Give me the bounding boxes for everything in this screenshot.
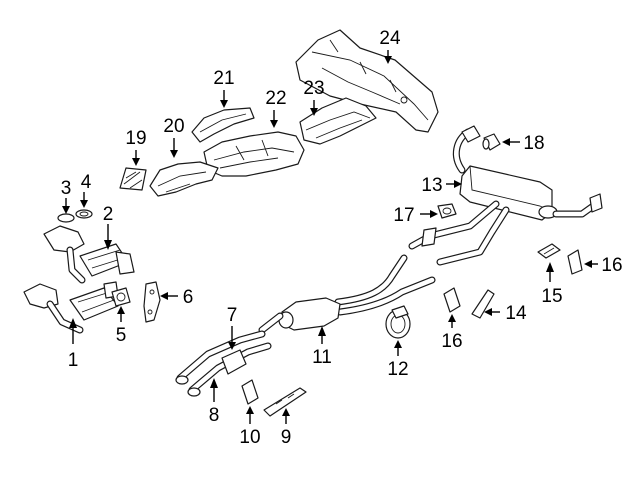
callout-1: 1: [68, 350, 79, 371]
leader-lines: [62, 50, 598, 424]
callout-10: 10: [239, 427, 260, 448]
part-10-hanger: [241, 379, 259, 405]
part-2-catalytic-converter: [43, 225, 135, 284]
callout-18: 18: [523, 133, 544, 154]
callout-7: 7: [227, 305, 238, 326]
callout-16-right: 16: [601, 255, 622, 276]
callout-17: 17: [393, 205, 414, 226]
part-24-heat-shield: [295, 29, 439, 133]
callout-22: 22: [265, 88, 286, 109]
part-17-rubber-hanger: [437, 203, 457, 219]
callout-15: 15: [541, 286, 562, 307]
part-15-plate: [537, 243, 561, 259]
part-6-bracket: [143, 281, 161, 323]
callout-14: 14: [505, 303, 527, 324]
callout-6: 6: [183, 287, 194, 308]
callout-23: 23: [303, 78, 324, 99]
part-12-clamp: [385, 305, 411, 339]
part-1-catalytic-converter: [23, 281, 119, 334]
callout-20: 20: [163, 116, 184, 137]
callout-19: 19: [125, 128, 146, 149]
callout-4: 4: [81, 172, 92, 193]
part-11-center-muffler: [258, 297, 341, 334]
callout-labels: 1 2 3 4 5 6 7 8 9 10 11 12 13 14 15 16 1…: [61, 28, 623, 448]
callout-12: 12: [387, 359, 408, 380]
callout-13: 13: [421, 175, 442, 196]
part-7-front-pipe: [175, 330, 272, 397]
part-22-heat-shield: [203, 131, 305, 177]
callout-16-mid: 16: [441, 331, 462, 352]
part-9-bracket: [263, 387, 307, 417]
callout-8: 8: [209, 405, 220, 426]
part-5-gasket: [111, 287, 131, 307]
callout-24: 24: [379, 28, 401, 49]
callout-9: 9: [281, 427, 292, 448]
part-21-heat-shield: [191, 107, 255, 143]
callout-11: 11: [312, 347, 332, 368]
part-20-heat-shield: [149, 161, 219, 197]
part-13-rear-muffler: [459, 165, 603, 221]
part-3-gasket: [57, 213, 75, 223]
part-14-bracket: [471, 289, 495, 319]
part-16-hanger-right: [567, 249, 583, 275]
part-4-gasket: [75, 209, 93, 219]
intermediate-pipes: [334, 200, 510, 316]
part-18-exhaust-tip: [452, 125, 501, 174]
callout-5: 5: [116, 325, 127, 346]
callout-3: 3: [61, 178, 72, 199]
part-23-heat-shield: [299, 97, 377, 145]
callout-2: 2: [103, 204, 114, 225]
part-16-hanger-mid: [443, 287, 461, 313]
callout-21: 21: [213, 68, 234, 89]
part-19-gasket: [119, 167, 147, 191]
